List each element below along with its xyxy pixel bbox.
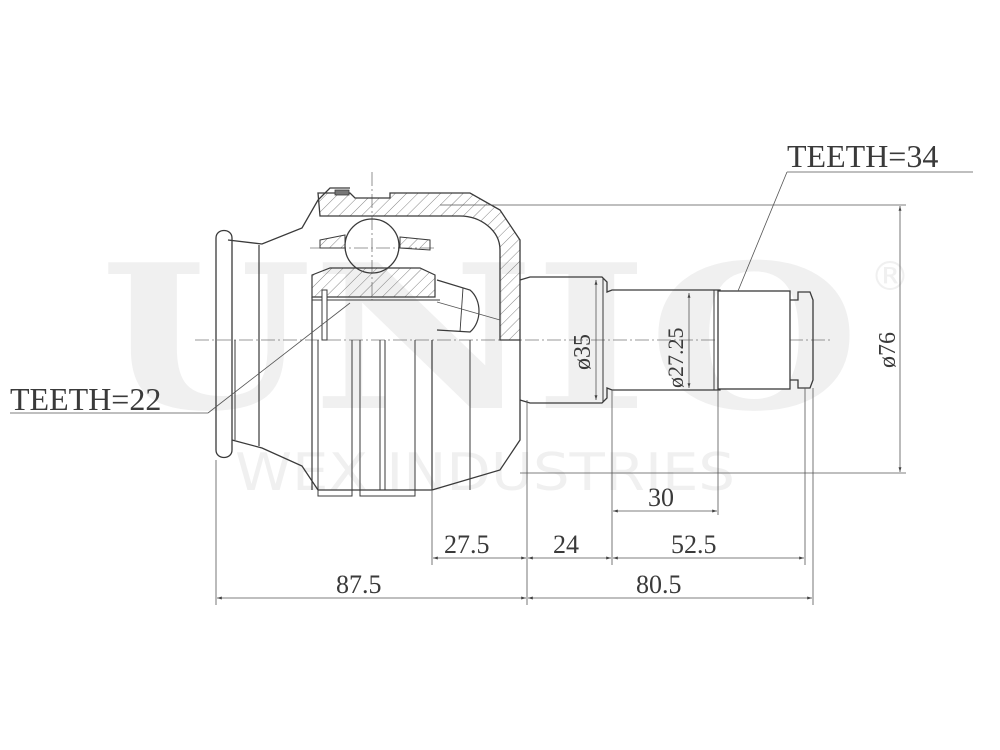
dim-80-5: 80.5	[636, 570, 682, 599]
boot	[215, 187, 432, 491]
dim-52-5: 52.5	[671, 530, 717, 559]
dim-d35: ø35	[570, 334, 596, 370]
stub-shaft	[519, 276, 814, 404]
teeth-34-label: TEETH=34	[787, 138, 938, 174]
linear-dimensions: 30 27.5 24 52.5 87.5 80.5	[216, 483, 812, 600]
diameter-dimensions: ø35 ø27.25 ø76	[440, 204, 906, 474]
housing	[317, 189, 521, 491]
dim-d76: ø76	[875, 332, 901, 368]
dim-87-5: 87.5	[336, 570, 382, 599]
extension-lines	[215, 388, 814, 605]
inner-race	[311, 297, 416, 497]
callouts: TEETH=22 TEETH=34	[10, 138, 973, 417]
dim-27-5: 27.5	[444, 530, 490, 559]
teeth-22-label: TEETH=22	[10, 381, 161, 417]
dim-30: 30	[648, 483, 674, 512]
dim-d27-25: ø27.25	[663, 328, 688, 389]
dim-24: 24	[553, 530, 579, 559]
registered-mark: ®	[870, 254, 910, 300]
